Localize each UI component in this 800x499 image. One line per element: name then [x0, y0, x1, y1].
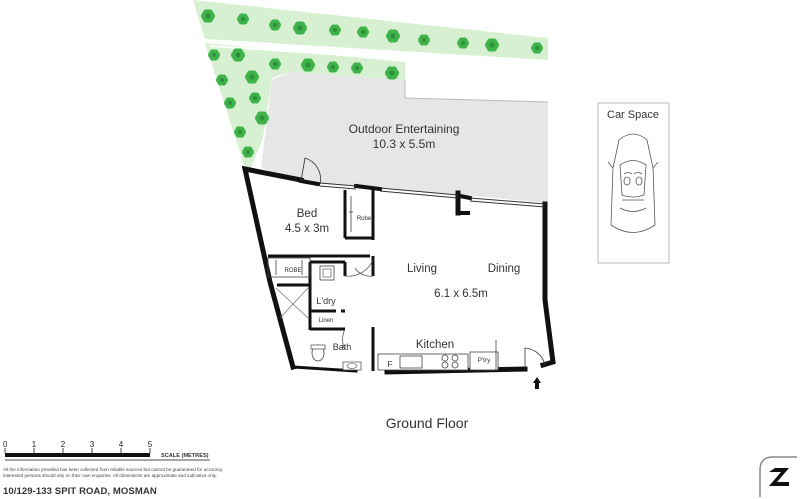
- shrub-icon: [231, 48, 245, 62]
- outdoor-room-size: 10.3 x 5.5m: [373, 137, 436, 151]
- living-room-name: Living: [407, 263, 437, 275]
- shrub-icon: [327, 61, 340, 73]
- kitchen-label: Kitchen: [416, 339, 454, 351]
- shrub-icon: [234, 126, 246, 138]
- laundry-label: L'dry: [316, 296, 336, 306]
- shrub-icon: [457, 37, 470, 49]
- outdoor-room-name: Outdoor Entertaining: [349, 122, 460, 136]
- bed-door: [300, 157, 321, 185]
- pantry-label: P'try: [478, 357, 492, 364]
- living-dining-size: 6.1 x 6.5m: [434, 288, 488, 300]
- shrub-icon: [386, 29, 400, 43]
- laundry-tub: [319, 265, 335, 281]
- outdoor-paving: [261, 72, 548, 203]
- interior-floor: [246, 170, 548, 372]
- bed-room-name: Bed: [297, 208, 317, 220]
- shrub-icon: [216, 74, 228, 86]
- scale-bar: 0 1 2 3 4 5: [3, 440, 210, 461]
- shrub-icon: [485, 38, 499, 52]
- shrub-icon: [242, 146, 254, 158]
- shrub-icon: [531, 42, 543, 54]
- shrub-icon: [351, 62, 364, 74]
- shrub-icon: [293, 21, 307, 35]
- north-compass-icon: [755, 455, 797, 497]
- robe-large-label: ROBE: [284, 268, 301, 274]
- entry-arrow: [533, 377, 541, 389]
- shrub-icon: [269, 19, 282, 31]
- scale-tick-label: 2: [61, 440, 66, 449]
- shrub-icon: [224, 97, 236, 109]
- scale-tick-label: 5: [148, 440, 153, 449]
- property-address: 10/129-133 SPIT ROAD, MOSMAN: [3, 486, 157, 497]
- shrub-icon: [255, 111, 269, 125]
- robe-small-label: Robe: [357, 216, 372, 222]
- shrub-icon: [329, 24, 342, 36]
- car-space-label: Car Space: [607, 109, 659, 121]
- scale-title: SCALE (METRES): [161, 453, 209, 459]
- car-space: Car Space: [597, 102, 670, 264]
- vanity: [342, 361, 362, 371]
- scale-tick-label: 0: [3, 440, 8, 449]
- bed-room-size: 4.5 x 3m: [285, 223, 329, 235]
- fridge-label: F: [388, 360, 393, 369]
- shrub-icon: [237, 13, 249, 25]
- garden-plants: [201, 9, 543, 158]
- kitchen-bench: [377, 351, 499, 371]
- shrub-icon: [269, 58, 282, 70]
- floor-title: Ground Floor: [386, 415, 469, 431]
- large-robe: [267, 257, 311, 278]
- bath-label: Bath: [333, 342, 352, 352]
- scale-tick-label: 4: [119, 440, 124, 449]
- shrub-icon: [385, 66, 399, 80]
- car-icon: [607, 133, 659, 233]
- entry-door: [524, 347, 546, 369]
- scale-tick-label: 1: [32, 440, 37, 449]
- shrub-icon: [357, 26, 370, 38]
- shrub-icon: [201, 9, 215, 23]
- dining-room-name: Dining: [488, 263, 521, 275]
- shrub-icon: [245, 70, 259, 84]
- disclaimer: All the information provided has been co…: [3, 467, 224, 478]
- shrub-icon: [418, 34, 431, 46]
- shrub-icon: [301, 58, 315, 72]
- shrub-icon: [208, 49, 220, 61]
- scale-tick-label: 3: [90, 440, 95, 449]
- shrub-icon: [249, 92, 261, 104]
- linen-label: Linen: [319, 318, 334, 324]
